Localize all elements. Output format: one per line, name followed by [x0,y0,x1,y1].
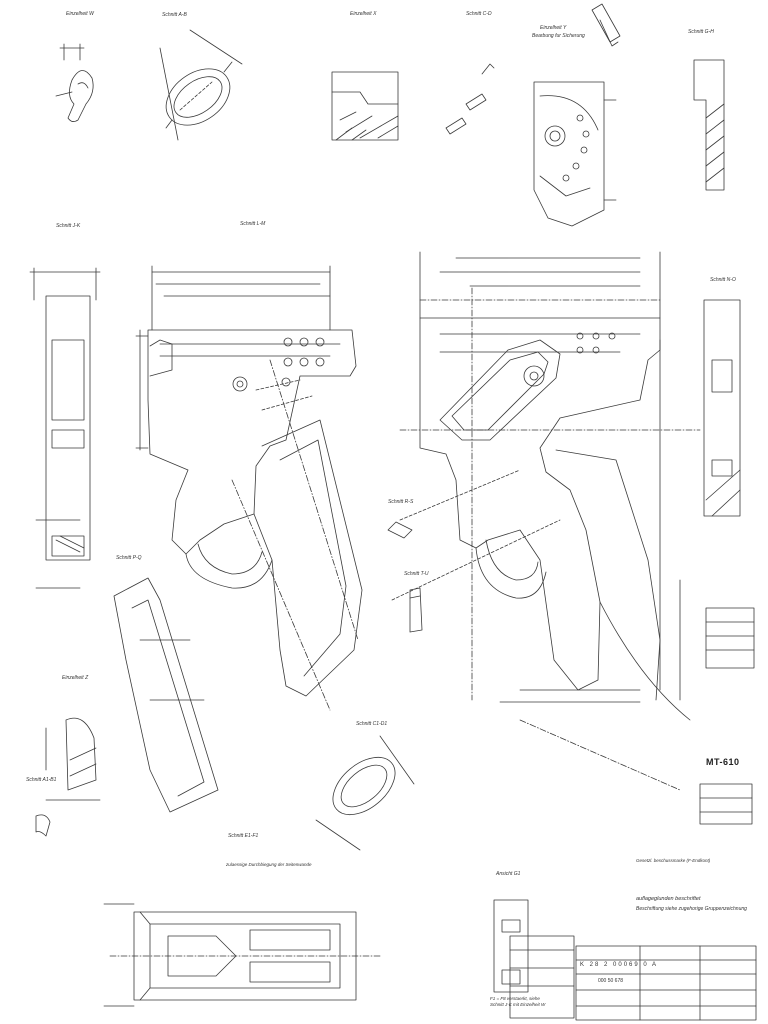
view-schnitt-c1d1 [315,735,415,851]
label-einzelheit-y: Einzelheit Y [540,25,567,31]
note-bottom: F1 = F8 verstaerkt, siehe Schnitt J-K mi… [490,996,546,1007]
view-einzelheit-z [45,717,101,801]
view-schnitt-cd [445,63,495,135]
label-schnitt-gh: Schnitt G-H [688,29,714,35]
label-einzelheit-w: Einzelheit W [66,11,94,17]
label-schnitt-lm: Schnitt L-M [240,221,266,227]
label-schnitt-tu: Schnitt T-U [404,571,429,577]
view-einzelheit-x [331,71,399,141]
label-schnitt-e1f1: Schnitt E1-F1 [228,833,259,839]
label-schnitt-ab: Schnitt A-B [162,12,187,18]
view-ansicht-g1 [493,899,529,993]
view-schnitt-lm-frame [135,265,363,711]
label-schnitt-rs: Schnitt R-S [388,499,414,505]
label-schnitt-c1d1: Schnitt C1-D1 [356,721,388,727]
label-schnitt-pq: Schnitt P-Q [116,555,142,561]
view-einzelheit-y [533,3,621,227]
view-schnitt-gh [693,59,725,191]
note-grip-2: Beschriftung siehe zugehorige Gruppenzei… [636,906,747,912]
view-schnitt-e1f1 [103,903,381,1007]
view-schnitt-a1b1 [35,814,51,837]
title-number-2: 000 50 678 [598,978,624,984]
label-schnitt-a1b1: Schnitt A1-B1 [26,777,57,783]
label-schnitt-no: Schnitt N-O [710,277,736,283]
note-deflection: zulaessige Durchbiegung der Seitenwande [226,862,312,867]
view-schnitt-pq [113,577,219,813]
title-number-1: K 28 2 00069 0 A [580,962,659,968]
label-einzelheit-x: Einzelheit X [350,11,377,17]
label-ansicht-g1: Ansicht G1 [496,871,521,877]
label-einzelheit-z: Einzelheit Z [62,675,89,681]
view-schnitt-ab [159,29,243,141]
label-schnitt-cd: Schnitt C-D [466,11,492,17]
model-label: MT-610 [706,757,740,767]
view-schnitt-rs [387,521,413,539]
view-schnitt-no [703,299,741,517]
view-schnitt-jk [29,267,101,589]
view-einzelheit-w [55,43,94,122]
note-grip: auflageglunden beschriftet [636,896,701,902]
note-spec-block: Gesetzl. beschussmarke (F-Endkont) [636,858,711,863]
title-block [509,607,757,1021]
label-schnitt-jk: Schnitt J-K [56,223,81,229]
view-frame-main [391,251,701,791]
view-schnitt-tu [409,587,423,633]
label-einzelheit-y-note: Bearbung fur Sicherung [532,33,585,39]
